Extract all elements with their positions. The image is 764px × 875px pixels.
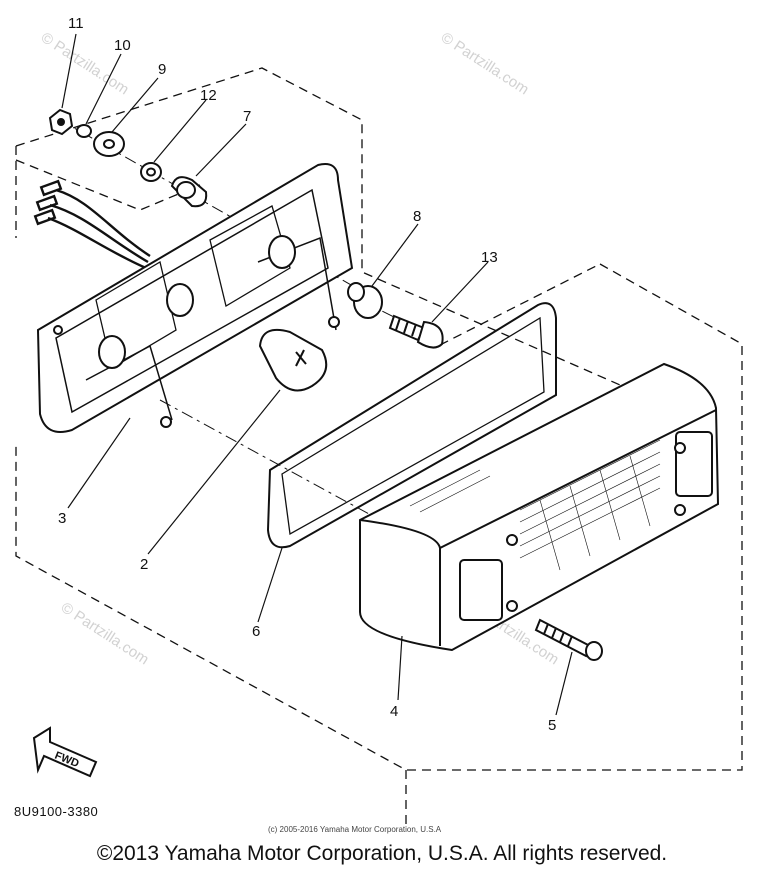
housing-hardware-boundary bbox=[15, 67, 701, 421]
mounting-hardware bbox=[48, 108, 208, 208]
lens-texture bbox=[399, 439, 661, 571]
callout-2: 2 bbox=[140, 556, 148, 573]
lens-boundary bbox=[15, 263, 743, 771]
callout-4: 4 bbox=[390, 703, 398, 720]
lens-top-boundary bbox=[439, 263, 601, 346]
small-copyright: (c) 2005-2016 Yamaha Motor Corporation, … bbox=[268, 825, 442, 834]
gasket bbox=[266, 302, 557, 549]
leader-lines bbox=[61, 33, 573, 716]
callout-7: 7 bbox=[243, 108, 251, 125]
lock-washer bbox=[76, 124, 92, 138]
callout-8: 8 bbox=[413, 208, 421, 225]
callout-10: 10 bbox=[114, 37, 131, 54]
callout-12: 12 bbox=[200, 87, 217, 104]
arrow-icon bbox=[32, 726, 98, 778]
bolt-head bbox=[416, 320, 444, 349]
callout-11: 11 bbox=[68, 15, 84, 32]
lens-assembly bbox=[359, 362, 720, 652]
fwd-arrow: FWD bbox=[32, 726, 98, 778]
axis-line bbox=[159, 399, 381, 521]
callout-6: 6 bbox=[252, 623, 260, 640]
callout-9: 9 bbox=[158, 61, 166, 78]
callouts: 11 10 9 12 7 8 13 3 2 6 4 5 bbox=[58, 15, 556, 734]
collar-and-bolt bbox=[347, 282, 444, 349]
wire-harness bbox=[33, 179, 151, 270]
watermark: © Partzilla.com bbox=[58, 599, 152, 668]
screw bbox=[534, 618, 603, 661]
callout-5: 5 bbox=[548, 717, 556, 734]
bulb bbox=[258, 328, 328, 392]
footer-copyright: ©2013 Yamaha Motor Corporation, U.S.A. A… bbox=[96, 842, 668, 865]
taillight-housing bbox=[36, 163, 354, 433]
assembly-boundaries bbox=[15, 67, 743, 830]
callout-3: 3 bbox=[58, 510, 66, 527]
watermark: © Partzilla.com bbox=[438, 29, 532, 98]
callout-13: 13 bbox=[481, 249, 498, 266]
part-code: 8U9100-3380 bbox=[14, 804, 99, 819]
